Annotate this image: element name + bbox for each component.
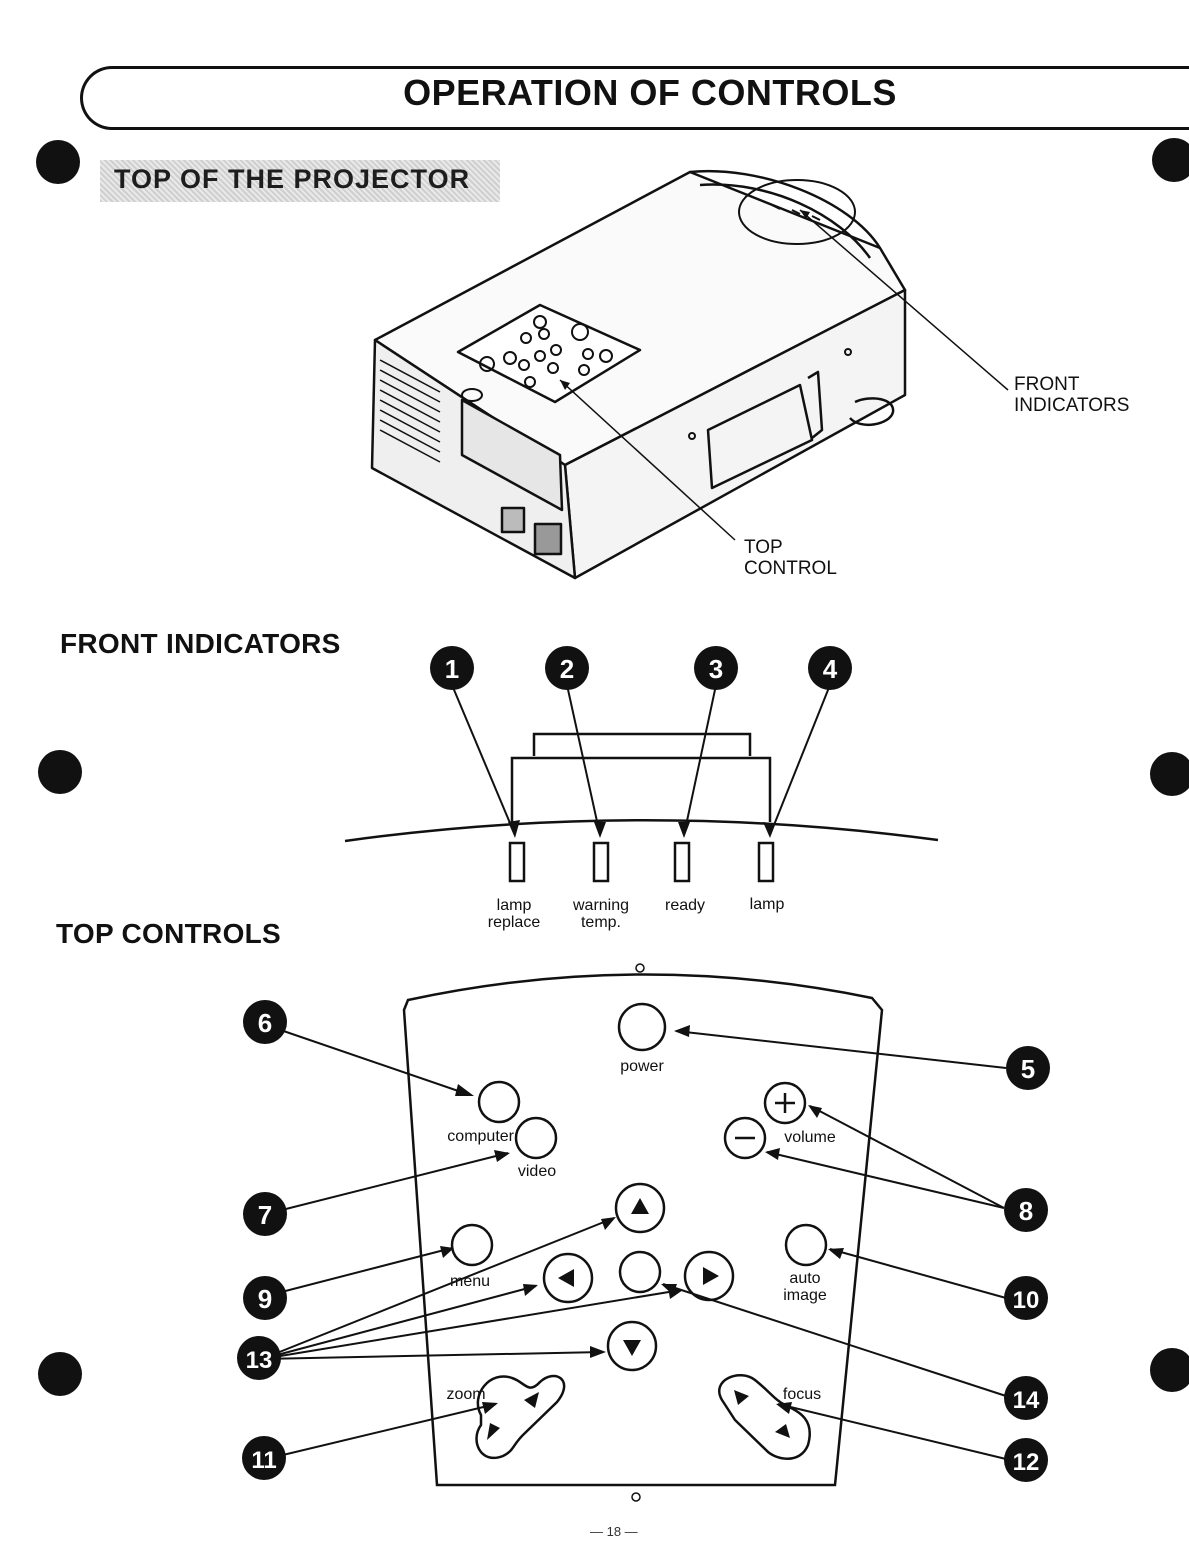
svg-text:13: 13 (246, 1347, 273, 1374)
svg-text:1: 1 (445, 654, 459, 684)
power-button (619, 1004, 665, 1050)
label-menu: menu (440, 1273, 500, 1290)
label-computer: computer (420, 1128, 514, 1145)
callout-front-indicators: FRONT INDICATORS (1014, 374, 1129, 416)
label-volume: volume (770, 1129, 850, 1146)
auto-image-button (786, 1225, 826, 1265)
video-button (516, 1118, 556, 1158)
front-indicators-diagram: 1 2 3 4 (0, 600, 1189, 900)
svg-text:3: 3 (709, 654, 723, 684)
label-power: power (602, 1058, 682, 1075)
indicator-label-lamp: lamp (722, 896, 812, 913)
svg-text:12: 12 (1013, 1449, 1040, 1476)
indicator-warning-temp (594, 843, 608, 881)
svg-text:14: 14 (1013, 1387, 1040, 1414)
svg-text:7: 7 (258, 1200, 272, 1230)
svg-text:2: 2 (560, 654, 574, 684)
center-button (620, 1252, 660, 1292)
projector-illustration (0, 0, 1189, 600)
svg-text:10: 10 (1013, 1287, 1040, 1314)
label-focus: focus (772, 1386, 832, 1403)
svg-text:5: 5 (1021, 1054, 1035, 1084)
label-zoom: zoom (436, 1386, 496, 1403)
top-controls-diagram: 5 6 7 8 9 10 11 12 13 14 (0, 940, 1189, 1530)
svg-text:8: 8 (1019, 1196, 1033, 1226)
label-video: video (500, 1163, 574, 1180)
indicator-ready (675, 843, 689, 881)
indicator-lamp-replace (510, 843, 524, 881)
computer-button (479, 1082, 519, 1122)
svg-text:4: 4 (823, 654, 838, 684)
svg-text:11: 11 (251, 1447, 276, 1474)
callout-top-control: TOP CONTROL (744, 537, 837, 579)
indicator-label-ready: ready (640, 897, 730, 914)
menu-button (452, 1225, 492, 1265)
svg-text:9: 9 (258, 1284, 272, 1314)
svg-text:6: 6 (258, 1008, 272, 1038)
page-number: — 18 — (590, 1524, 638, 1539)
indicator-lamp (759, 843, 773, 881)
